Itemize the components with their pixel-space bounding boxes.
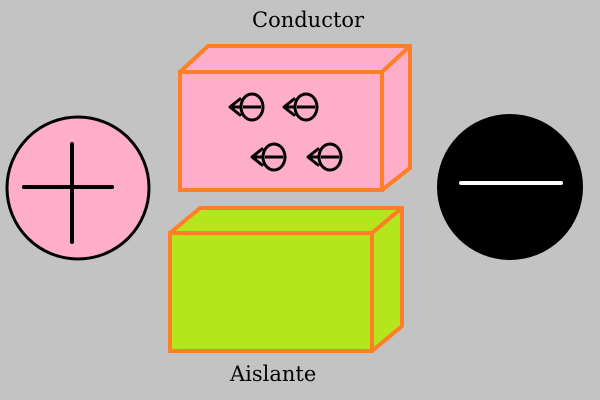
insulator-front-face bbox=[168, 231, 374, 353]
plus-icon bbox=[22, 142, 114, 244]
conductor-block bbox=[178, 44, 412, 192]
conductor-front-face bbox=[178, 70, 384, 192]
electron-icon bbox=[306, 142, 343, 172]
negative-terminal bbox=[437, 114, 583, 260]
conductor-top-face bbox=[178, 44, 412, 74]
negative-terminal-circle bbox=[437, 114, 583, 260]
electron-icon bbox=[250, 142, 287, 172]
insulator-block bbox=[168, 206, 404, 353]
electron-icon bbox=[228, 92, 265, 122]
conductor-label: Conductor bbox=[252, 8, 365, 32]
positive-terminal bbox=[5, 115, 151, 261]
electron-icon bbox=[282, 92, 319, 122]
insulator-side-face bbox=[370, 206, 404, 353]
insulator-label: Aislante bbox=[230, 362, 317, 386]
insulator-top-face bbox=[168, 206, 404, 235]
conductor-side-face bbox=[380, 44, 412, 192]
electron-group bbox=[228, 92, 343, 172]
